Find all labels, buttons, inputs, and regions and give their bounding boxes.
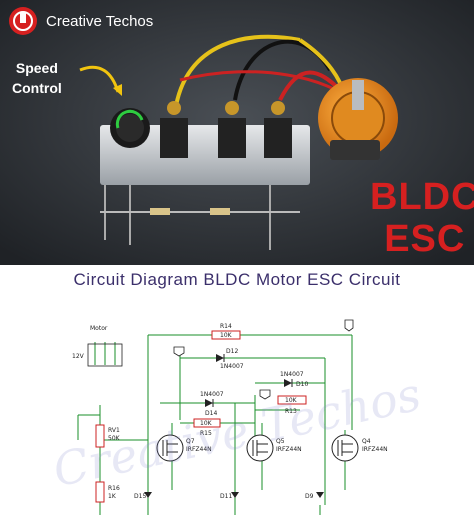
net-flag-a [344, 319, 354, 332]
diode-d15 [144, 492, 152, 498]
r14-value: 10K [220, 332, 233, 339]
schematic-wires [77, 334, 353, 515]
q7-value: IRFZ44N [186, 446, 212, 453]
net-flag-c [259, 389, 271, 400]
brand: Creative Techos [8, 6, 153, 36]
d11-ref: D11 [220, 493, 232, 500]
mosfet-q5 [246, 434, 274, 462]
brand-name: Creative Techos [46, 12, 154, 30]
q7-ref: Q7 [186, 438, 195, 445]
brand-logo-icon [9, 7, 37, 35]
d12-ref: D12 [226, 348, 238, 355]
resistor-r13 [277, 395, 307, 405]
speed-label-line1: Speed [15, 60, 58, 76]
d14-ref: D14 [205, 410, 217, 417]
net-flag-b [173, 346, 185, 357]
speed-label-line2: Control [12, 80, 62, 96]
diode-d12 [216, 354, 224, 362]
mosfet-q7 [156, 434, 184, 462]
motor-photo [318, 78, 398, 160]
r15-ref: R15 [200, 430, 212, 437]
potentiometer-rv1 [95, 424, 105, 448]
rv-ref: RV1 [108, 427, 120, 434]
d9-ref: D9 [305, 493, 314, 500]
d15-ref: D15 [134, 493, 146, 500]
diagram-title: Circuit Diagram BLDC Motor ESC Circuit [73, 270, 401, 289]
motor-connector [87, 343, 123, 367]
resistor-r14 [211, 330, 241, 340]
r16-value: 1K [108, 493, 117, 500]
esc-schematic: R14 10K D12 1N4007 1N4007 D10 10K R13 1N… [72, 319, 388, 515]
diode-d9 [316, 492, 324, 498]
d12-value: 1N4007 [220, 363, 244, 370]
resistor-r15 [193, 418, 221, 428]
q5-value: IRFZ44N [276, 446, 302, 453]
supply-label: 12V [72, 353, 85, 360]
photo-title: BLDC ESC [370, 176, 474, 260]
esc-board-photo [100, 101, 310, 250]
d10-ref: D10 [296, 381, 308, 388]
photo-title-line1: BLDC [370, 176, 474, 218]
d10-value: 1N4007 [280, 371, 304, 378]
diode-d14 [205, 399, 213, 407]
mosfet-q4 [331, 434, 359, 462]
esc-photo: Creative Techos Speed Control BLDC ESC [0, 0, 474, 265]
photo-title-line2: ESC [384, 218, 466, 260]
r13-value: 10K [285, 397, 298, 404]
speed-control-label: Speed Control [12, 58, 62, 98]
esc-photo-illustration [0, 0, 474, 265]
q4-value: IRFZ44N [362, 446, 388, 453]
r13-ref: R13 [285, 408, 297, 415]
d14-value: 1N4007 [200, 391, 224, 398]
r15-value: 10K [200, 420, 213, 427]
rv-value: 50K [108, 435, 121, 442]
diode-d11 [231, 492, 239, 498]
r16-ref: R16 [108, 485, 120, 492]
resistor-r16 [95, 481, 105, 503]
q5-ref: Q5 [276, 438, 285, 445]
diode-d10 [284, 379, 292, 387]
q4-ref: Q4 [362, 438, 371, 445]
motor-label: Motor [90, 325, 108, 332]
r14-ref: R14 [220, 323, 232, 330]
